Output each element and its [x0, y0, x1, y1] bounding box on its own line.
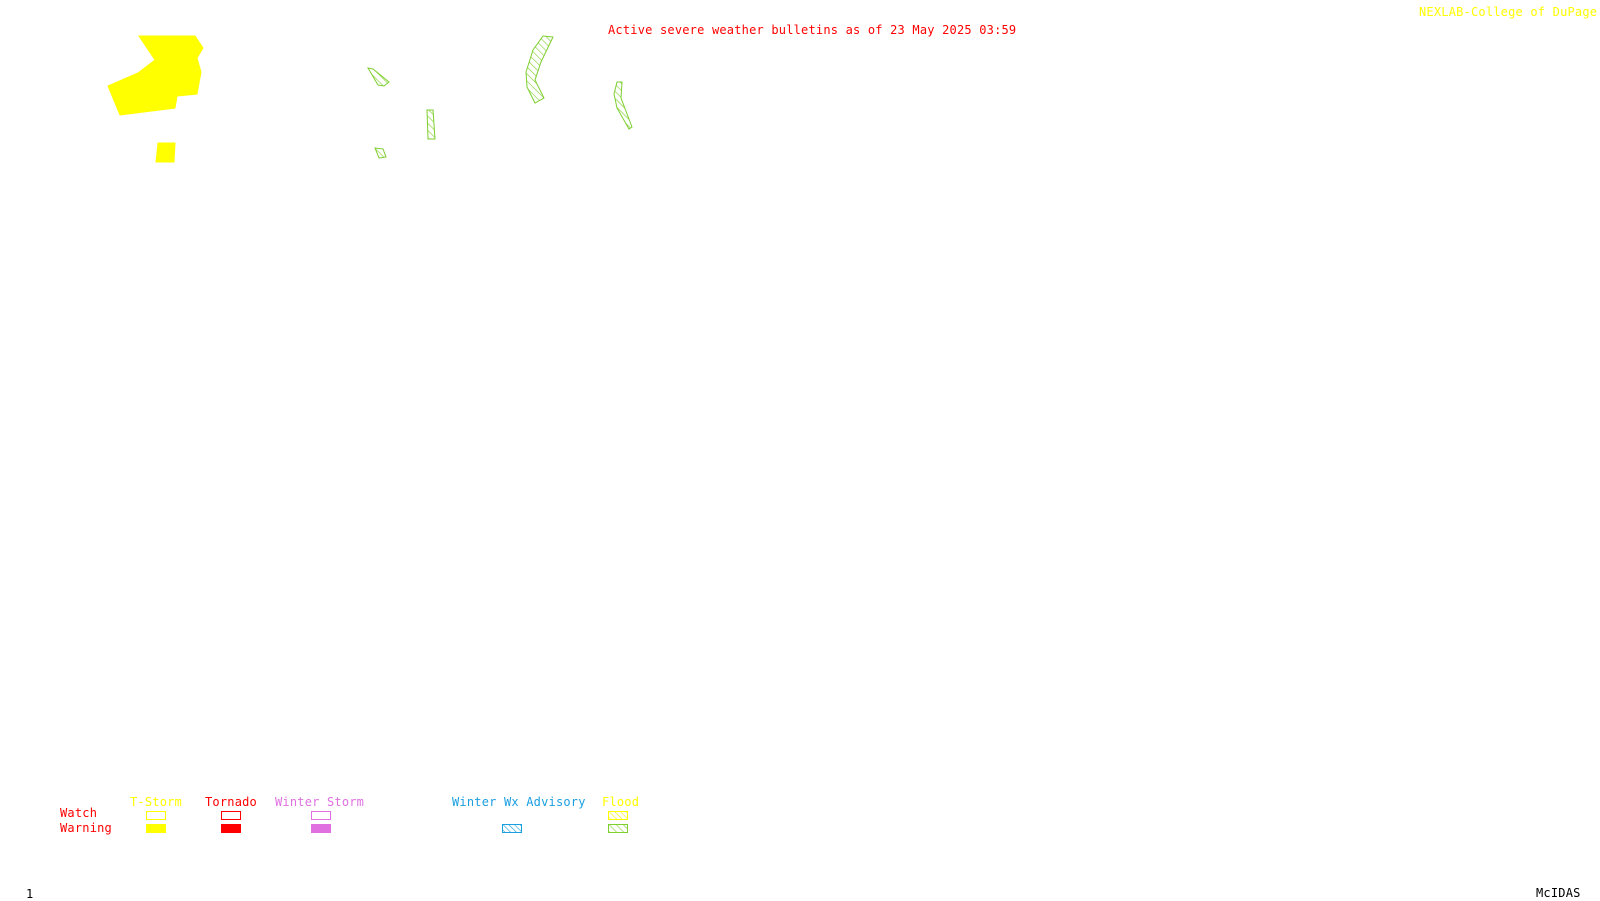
- tstorm-warning-swatch: [146, 824, 166, 833]
- tstorm-warning-polygon: [107, 35, 204, 116]
- legend-label-winter-storm: Winter Storm: [275, 795, 365, 809]
- flood-warning-polygon: [374, 147, 387, 159]
- flood-warning-polygon: [367, 67, 390, 87]
- tornado-warning-swatch: [221, 824, 241, 833]
- legend-label-winter-wx-advisory: Winter Wx Advisory: [452, 795, 586, 809]
- legend-label-flood: Flood: [602, 795, 640, 809]
- winter-storm-warning-swatch: [311, 824, 331, 833]
- source-credit: NEXLAB-College of DuPage R: [1419, 5, 1600, 19]
- flood-warning-polygon: [525, 35, 554, 104]
- flood-warning-swatch: [608, 824, 628, 833]
- software-label: McIDAS: [1536, 886, 1581, 900]
- flood-warning-polygon: [426, 109, 436, 140]
- flood-warning-polygon: [613, 81, 633, 130]
- legend-label-tornado: Tornado: [205, 795, 257, 809]
- bulletin-title: Active severe weather bulletins as of 23…: [608, 23, 1017, 37]
- tstorm-watch-swatch: [146, 811, 166, 820]
- tornado-watch-swatch: [221, 811, 241, 820]
- legend-label-tstorm: T-Storm: [130, 795, 182, 809]
- legend-row-watch: Watch: [60, 806, 98, 820]
- tstorm-warning-polygon: [155, 142, 176, 163]
- winter-wx-advisory-warning-swatch: [502, 824, 522, 833]
- legend-row-warning: Warning: [60, 821, 112, 835]
- flood-watch-swatch: [608, 811, 628, 820]
- frame-number: 1: [26, 887, 34, 901]
- winter-storm-watch-swatch: [311, 811, 331, 820]
